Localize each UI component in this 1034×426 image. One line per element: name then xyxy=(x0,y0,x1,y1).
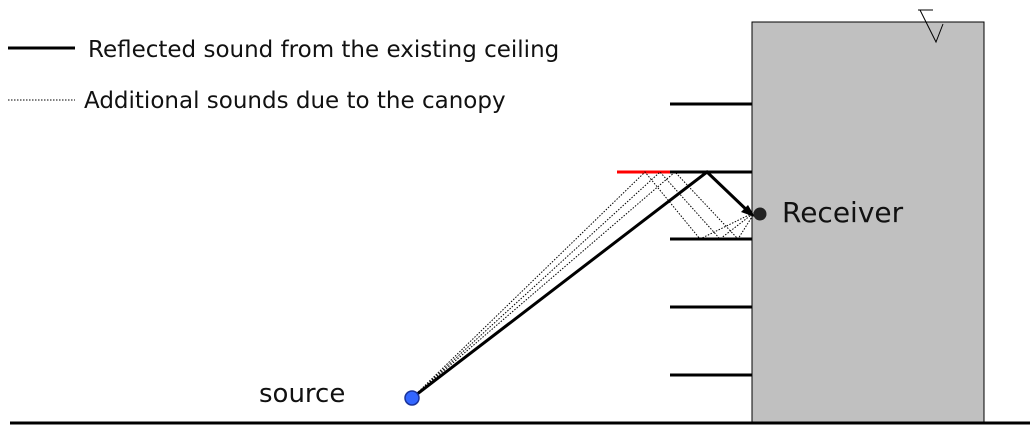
legend-dotted-label: Additional sounds due to the canopy xyxy=(84,88,506,114)
receiver-label: Receiver xyxy=(782,196,904,229)
additional-sound-path-1 xyxy=(411,171,756,399)
reflected-sound-path xyxy=(411,170,754,400)
additional-sound-paths xyxy=(411,171,756,399)
legend: Reflected sound from the existing ceilin… xyxy=(8,37,559,114)
additional-sound-path-2 xyxy=(411,171,756,399)
arrowhead-icon xyxy=(741,205,755,217)
receiver-point xyxy=(753,207,767,221)
water-level-symbol-icon xyxy=(918,9,944,44)
legend-solid-label: Reflected sound from the existing ceilin… xyxy=(88,37,559,63)
additional-sound-path-3 xyxy=(411,171,756,399)
source-label: source xyxy=(259,379,345,409)
building xyxy=(751,21,985,423)
ceiling-slabs xyxy=(670,102,752,377)
source-point xyxy=(404,390,420,406)
